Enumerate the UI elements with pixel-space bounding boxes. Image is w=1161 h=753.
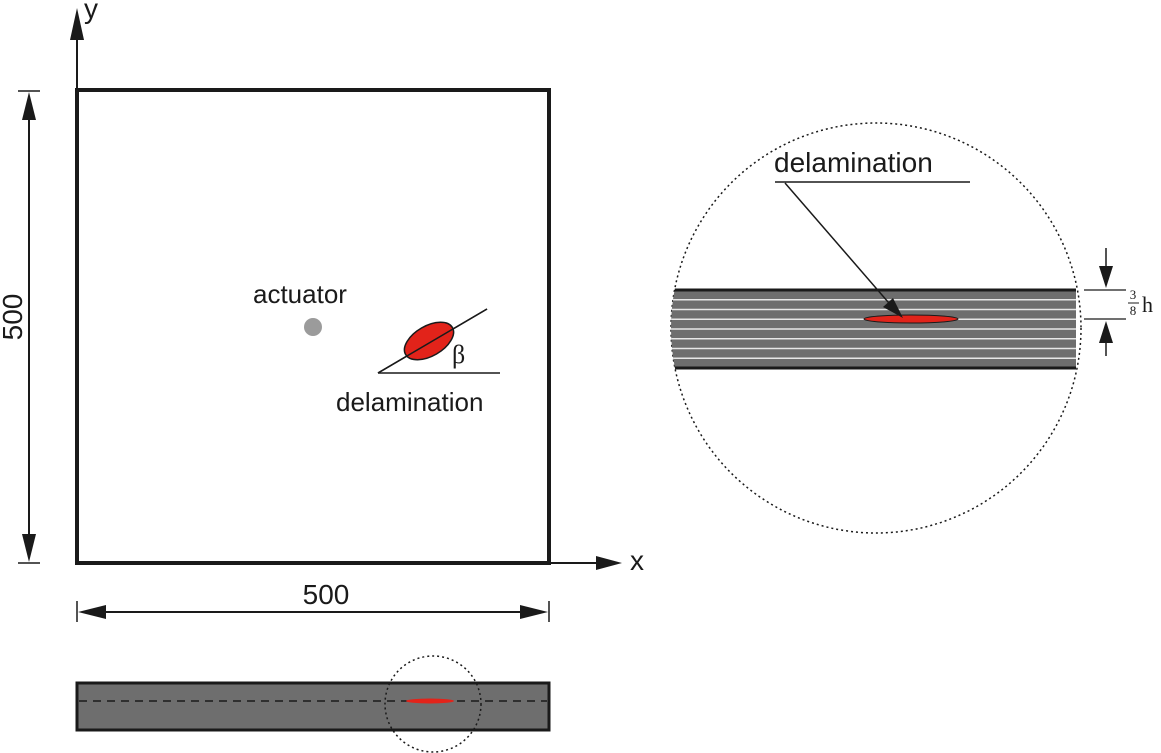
x-axis: x — [549, 545, 644, 576]
width-dimension-label: 500 — [303, 579, 350, 610]
actuator-label: actuator — [253, 279, 347, 309]
detail-delamination-label: delamination — [774, 147, 933, 178]
plate-delamination: β delamination — [336, 308, 500, 417]
height-dimension: 500 — [0, 90, 40, 564]
detail-layer-lines — [671, 299, 1076, 359]
angle-beta-label: β — [452, 340, 465, 369]
actuator-dot — [304, 318, 322, 336]
depth-fraction-numerator: 3 — [1130, 287, 1137, 302]
depth-unit: h — [1142, 292, 1153, 317]
depth-fraction-denominator: 8 — [1130, 303, 1137, 318]
detail-view: delamination 3 8 h — [670, 122, 1153, 534]
cross-section-laminate — [75, 681, 551, 732]
y-axis: y — [70, 0, 98, 90]
width-dimension: 500 — [76, 579, 550, 622]
detail-callout-circle — [384, 655, 482, 753]
detail-circle — [670, 122, 1082, 534]
plate-delamination-label: delamination — [336, 387, 483, 417]
cross-section — [75, 655, 551, 753]
depth-dimension: 3 8 h — [1084, 248, 1153, 356]
height-dimension-label: 500 — [0, 294, 28, 341]
cross-section-delamination — [406, 698, 454, 704]
detail-delamination — [863, 314, 959, 324]
y-axis-label: y — [84, 0, 98, 24]
x-axis-label: x — [630, 545, 644, 576]
